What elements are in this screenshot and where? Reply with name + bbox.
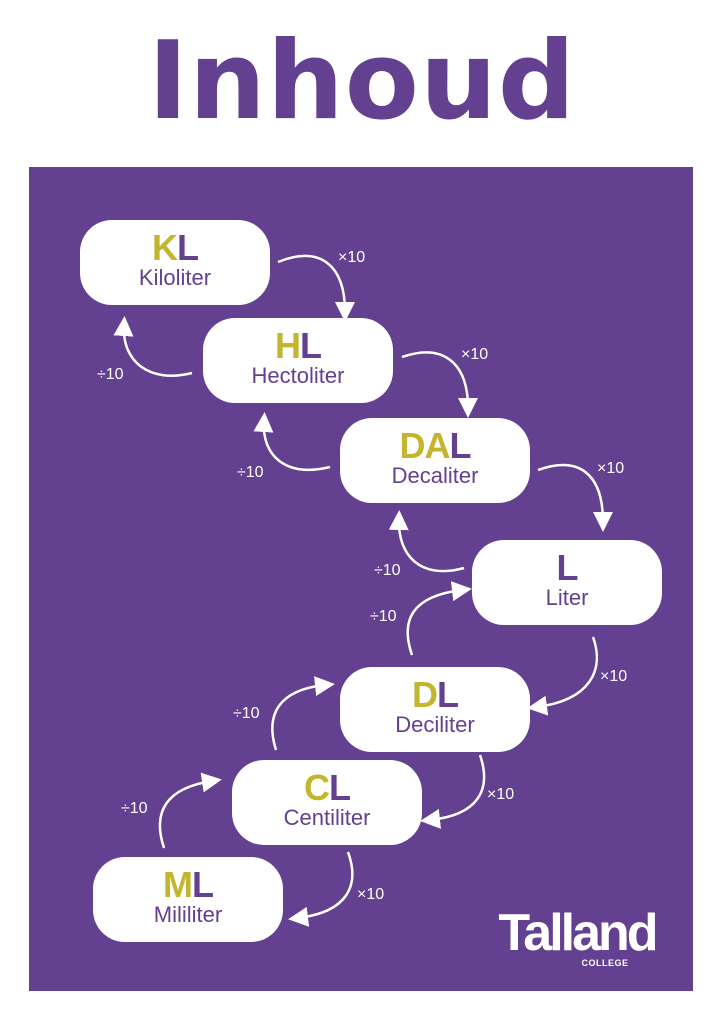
- arrow-up-hl-kl: [113, 316, 193, 377]
- multiply-label: ×10: [597, 460, 625, 477]
- divide-label: ÷10: [370, 608, 397, 625]
- arrow-down-cl-ml: [288, 851, 354, 927]
- arrow-up-l-dal: [388, 510, 465, 573]
- divide-label: ÷10: [233, 705, 260, 722]
- unit-abbreviation: HL: [275, 325, 322, 366]
- unit-abbreviation: ML: [163, 864, 214, 905]
- unit-liter: L Liter: [472, 540, 662, 625]
- unit-kiloliter: KL Kiloliter: [80, 220, 270, 305]
- arrow-down-l-dl: [527, 636, 599, 716]
- arrow-up-cl-dl: [271, 676, 335, 751]
- arrow-down-kl-hl: [277, 254, 355, 322]
- unit-name: Centiliter: [283, 805, 371, 830]
- arrow-down-dal-l: [537, 463, 613, 532]
- multiply-label: ×10: [338, 249, 366, 266]
- divide-label: ÷10: [374, 562, 401, 579]
- unit-mililiter: ML Mililiter: [93, 857, 283, 942]
- multiply-label: ×10: [487, 786, 515, 803]
- unit-centiliter: CL Centiliter: [232, 760, 422, 845]
- unit-name: Liter: [545, 585, 589, 610]
- divide-label: ÷10: [237, 464, 264, 481]
- unit-abbreviation: KL: [152, 227, 199, 268]
- unit-deciliter: DL Deciliter: [340, 667, 530, 752]
- arrow-down-hl-dal: [401, 351, 478, 418]
- divide-label: ÷10: [97, 366, 124, 383]
- unit-hectoliter: HL Hectoliter: [203, 318, 393, 403]
- divide-label: ÷10: [121, 800, 148, 817]
- unit-name: Hectoliter: [251, 363, 345, 388]
- unit-abbreviation: L: [556, 547, 579, 588]
- logo-subtitle: COLLEGE: [581, 958, 629, 968]
- unit-decaliter: DAL Decaliter: [340, 418, 530, 503]
- multiply-label: ×10: [600, 668, 628, 685]
- arrow-up-ml-cl: [158, 772, 222, 849]
- unit-name: Deciliter: [395, 712, 475, 737]
- logo-name: Talland: [498, 904, 658, 962]
- arrow-up-dl-l: [406, 581, 472, 656]
- talland-college-logo: Talland COLLEGE: [484, 904, 670, 968]
- arrow-up-dal-hl: [253, 412, 331, 472]
- unit-abbreviation: CL: [304, 767, 351, 808]
- unit-name: Kiloliter: [138, 265, 212, 290]
- multiply-label: ×10: [461, 346, 489, 363]
- unit-abbreviation: DAL: [399, 425, 472, 466]
- unit-name: Decaliter: [391, 463, 479, 488]
- arrow-down-dl-cl: [420, 754, 486, 829]
- multiply-label: ×10: [357, 886, 385, 903]
- unit-name: Mililiter: [153, 902, 223, 927]
- page-title: Inhoud: [147, 19, 577, 144]
- unit-abbreviation: DL: [412, 674, 459, 715]
